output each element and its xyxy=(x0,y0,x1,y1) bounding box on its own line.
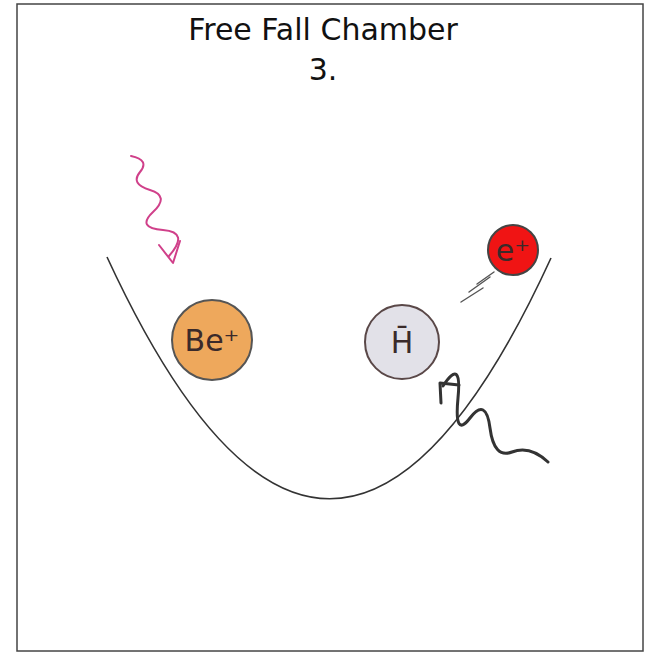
frame-border xyxy=(17,4,643,651)
particle-symbol: e⁺ xyxy=(496,233,530,268)
chamber-title: Free Fall Chamber xyxy=(0,12,646,47)
particle-circle xyxy=(172,300,252,380)
photon-arrowhead xyxy=(440,383,459,403)
step-number: 3. xyxy=(0,52,646,87)
photon-beam xyxy=(443,374,548,462)
motion-lines xyxy=(461,272,494,302)
particle-circle xyxy=(488,225,538,275)
beryllium-ion: Be⁺ xyxy=(172,300,252,380)
particle-symbol: Be⁺ xyxy=(185,323,240,358)
trap-potential-curve xyxy=(107,257,551,499)
laser-arrowhead xyxy=(159,241,180,263)
particle-symbol: H̄ xyxy=(391,325,414,360)
laser-beam xyxy=(131,156,178,256)
particle-circle xyxy=(365,305,439,379)
positron: e⁺ xyxy=(488,225,538,275)
antihydrogen-atom: H̄ xyxy=(365,305,439,379)
